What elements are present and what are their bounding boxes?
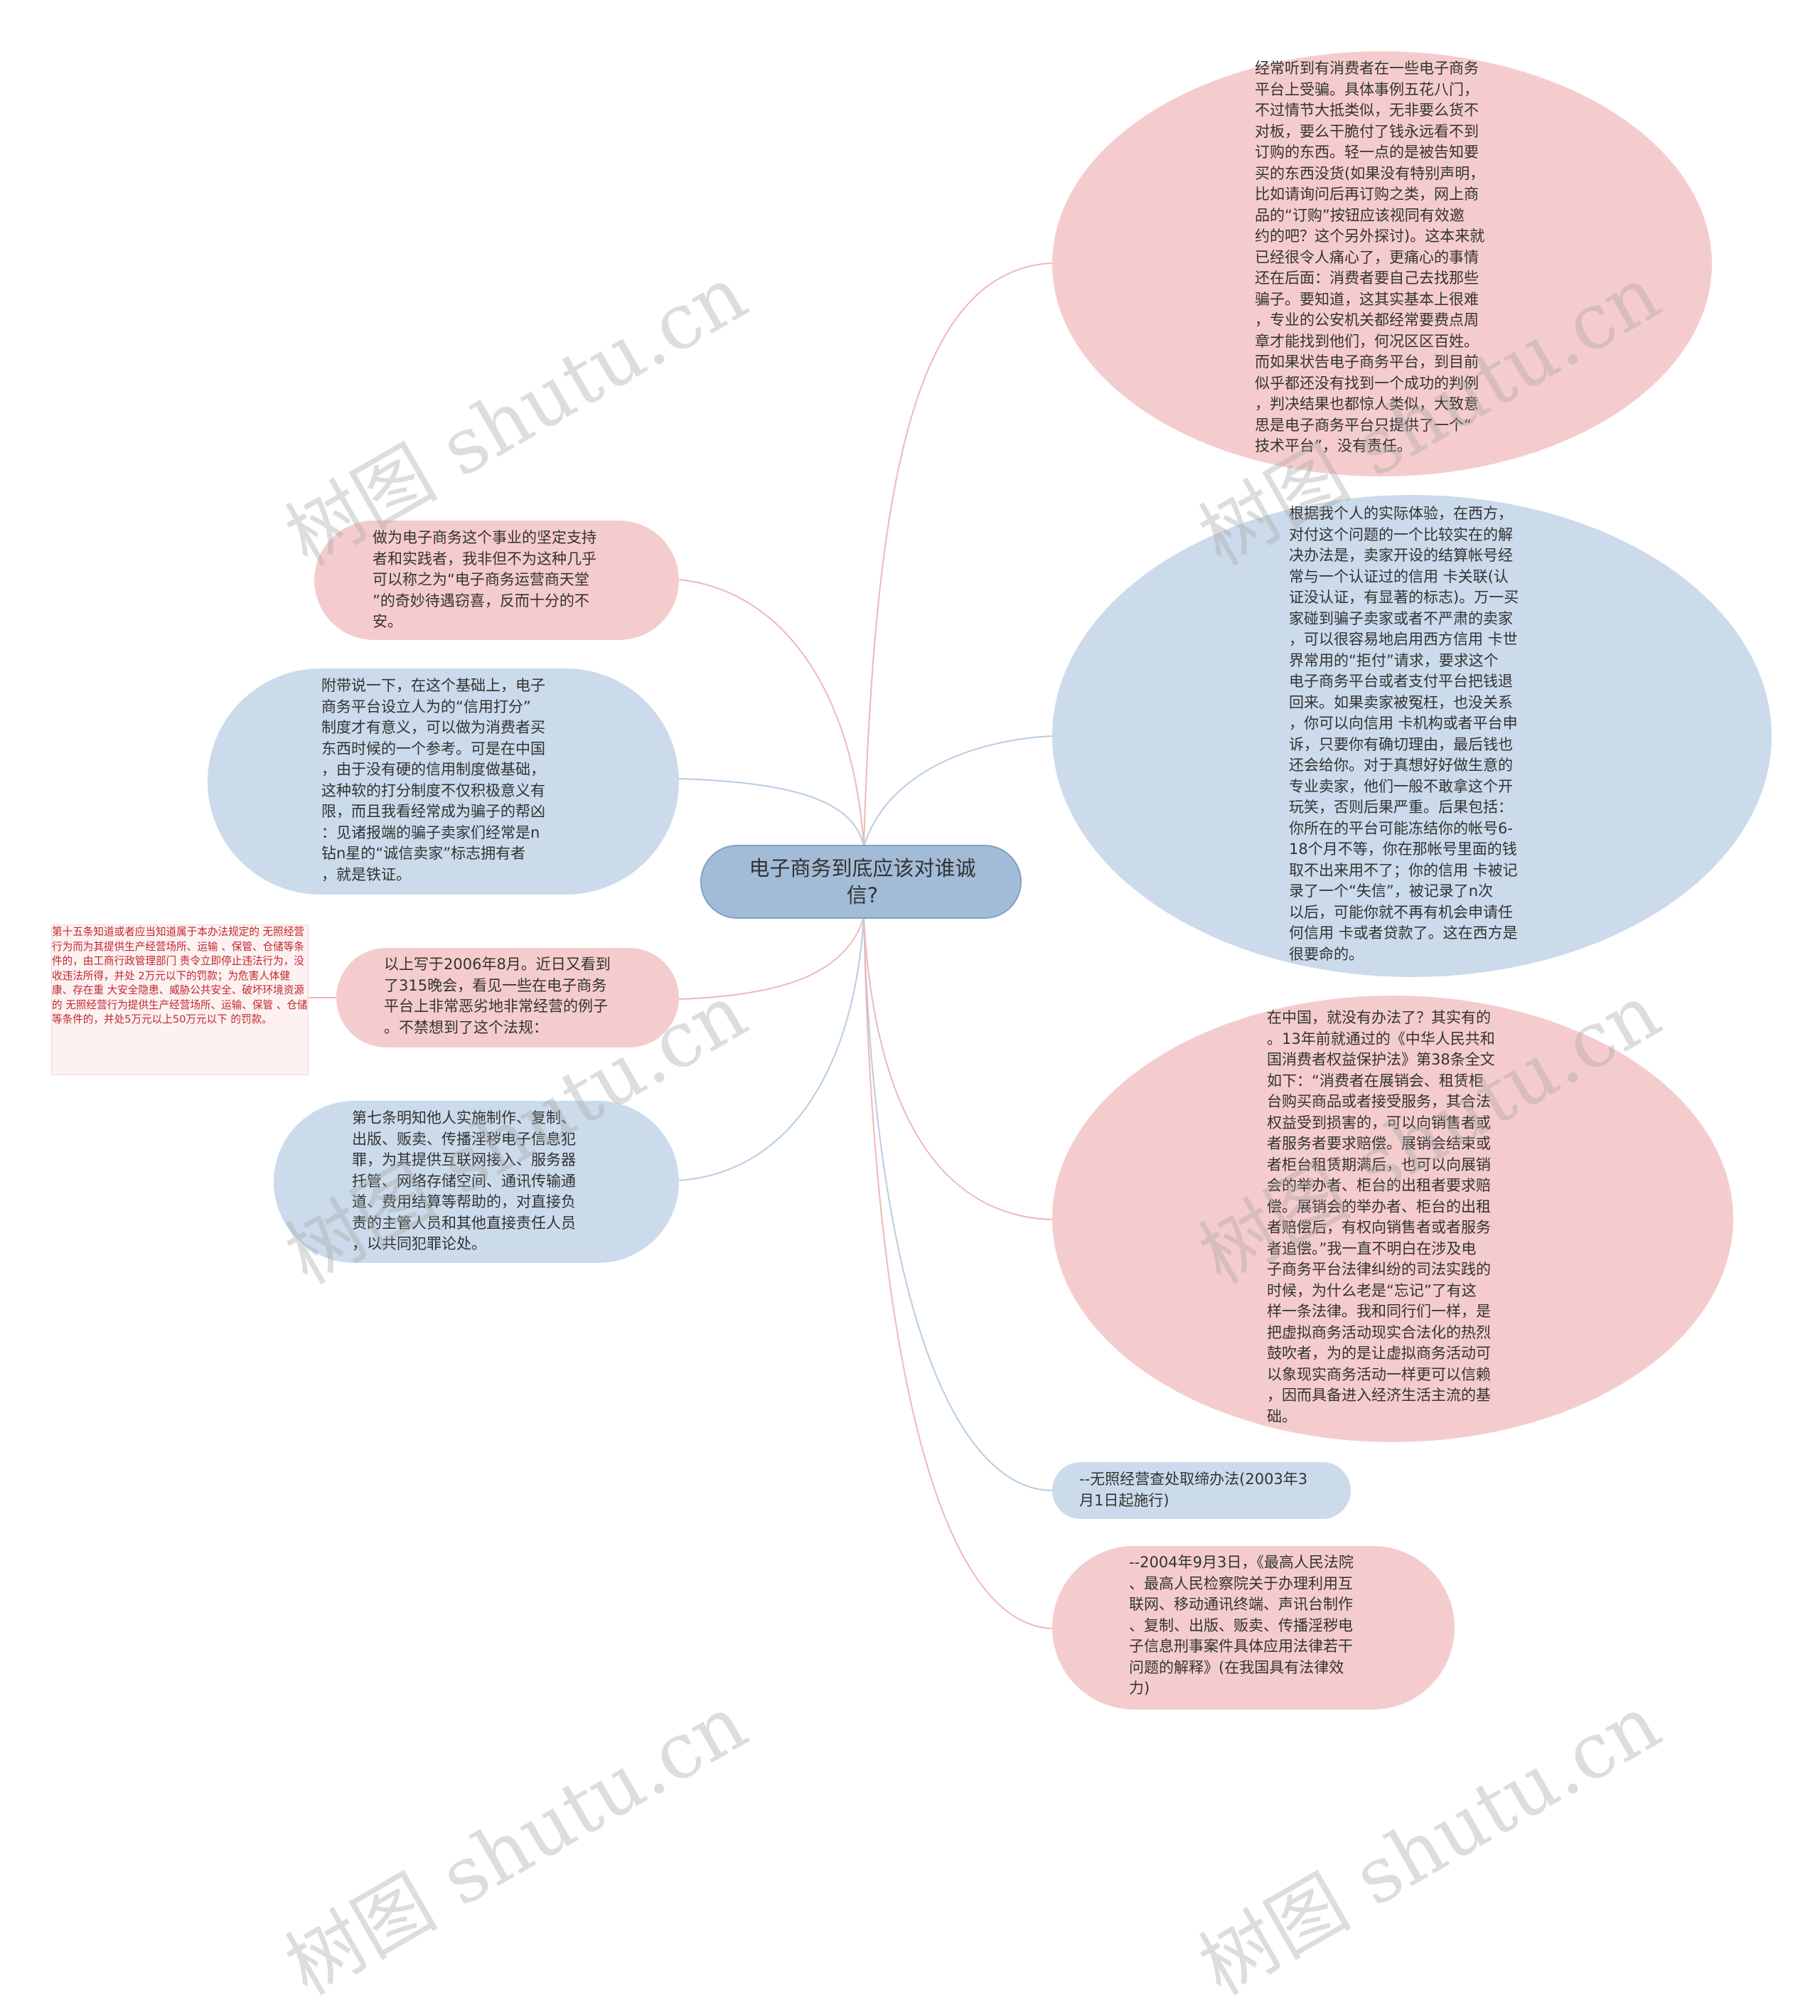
edge-right-interpretation [863, 917, 1053, 1629]
topic-right-china[interactable]: 在中国，就没有办法了？其实有的 。13年前就通过的《中华人民共和 国消费者权益保… [1052, 996, 1733, 1442]
law-note: 第十五条知道或者应当知道属于本办法规定的 无照经营行为而为其提供生产经营场所、运… [51, 924, 309, 1075]
connector-layer [309, 262, 1053, 1629]
topic-right-cheated[interactable]: 经常听到有消费者在一些电子商务 平台上受骗。具体事例五花八门， 不过情节大抵类似… [1052, 51, 1712, 476]
topic-right-interpretation[interactable]: --2004年9月3日，《最高人民法院 、最高人民检察院关于办理利用互 联网、移… [1052, 1546, 1455, 1710]
edge-right-west [863, 735, 1053, 847]
topic-text: 附带说一下，在这个基础上，电子 商务平台设立人为的“信用打分” 制度才有意义，可… [321, 677, 545, 883]
topic-text: --无照经营查处取缔办法(2003年3 月1日起施行) [1079, 1471, 1308, 1509]
topic-text: 经常听到有消费者在一些电子商务 平台上受骗。具体事例五花八门， 不过情节大抵类似… [1255, 60, 1485, 454]
law-note-text: 第十五条知道或者应当知道属于本办法规定的 无照经营行为而为其提供生产经营场所、运… [52, 926, 308, 1025]
topic-left-2006[interactable]: 以上写于2006年8月。近日又看到 了315晚会，看见一些在电子商务 平台上非常… [336, 948, 679, 1047]
topic-text: 以上写于2006年8月。近日又看到 了315晚会，看见一些在电子商务 平台上非常… [384, 956, 611, 1036]
center-topic-text: 电子商务到底应该对谁诚 信? [749, 856, 976, 907]
topic-left-support[interactable]: 做为电子商务这个事业的坚定支持 者和实践者，我非但不为这种几乎 可以称之为“电子… [314, 521, 679, 640]
topic-text: 第七条明知他人实施制作、复制、 出版、贩卖、传播淫秽电子信息犯 罪，为其提供互联… [352, 1109, 576, 1252]
edge-right-china [863, 917, 1053, 1220]
topic-left-rating[interactable]: 附带说一下，在这个基础上，电子 商务平台设立人为的“信用打分” 制度才有意义，可… [208, 668, 679, 895]
topic-text: 根据我个人的实际体验，在西方， 对付这个问题的一个比较实在的解 决办法是，卖家开… [1289, 505, 1519, 963]
topic-right-west[interactable]: 根据我个人的实际体验，在西方， 对付这个问题的一个比较实在的解 决办法是，卖家开… [1052, 495, 1772, 977]
edge-left-rating [678, 778, 864, 847]
topic-right-regulation[interactable]: --无照经营查处取缔办法(2003年3 月1日起施行) [1052, 1462, 1351, 1519]
topic-text: 在中国，就没有办法了？其实有的 。13年前就通过的《中华人民共和 国消费者权益保… [1267, 1009, 1495, 1425]
edge-right-regulation [863, 917, 1053, 1491]
edge-left-article7 [678, 917, 864, 1181]
topic-left-article7[interactable]: 第七条明知他人实施制作、复制、 出版、贩卖、传播淫秽电子信息犯 罪，为其提供互联… [274, 1101, 679, 1263]
center-topic[interactable]: 电子商务到底应该对谁诚 信? [700, 845, 1022, 919]
edge-left-2006 [678, 917, 864, 1000]
topic-text: 做为电子商务这个事业的坚定支持 者和实践者，我非但不为这种几乎 可以称之为“电子… [373, 529, 596, 630]
edge-left-support [678, 579, 864, 847]
topic-text: --2004年9月3日，《最高人民法院 、最高人民检察院关于办理利用互 联网、移… [1129, 1554, 1354, 1697]
edge-right-cheated [863, 262, 1053, 847]
